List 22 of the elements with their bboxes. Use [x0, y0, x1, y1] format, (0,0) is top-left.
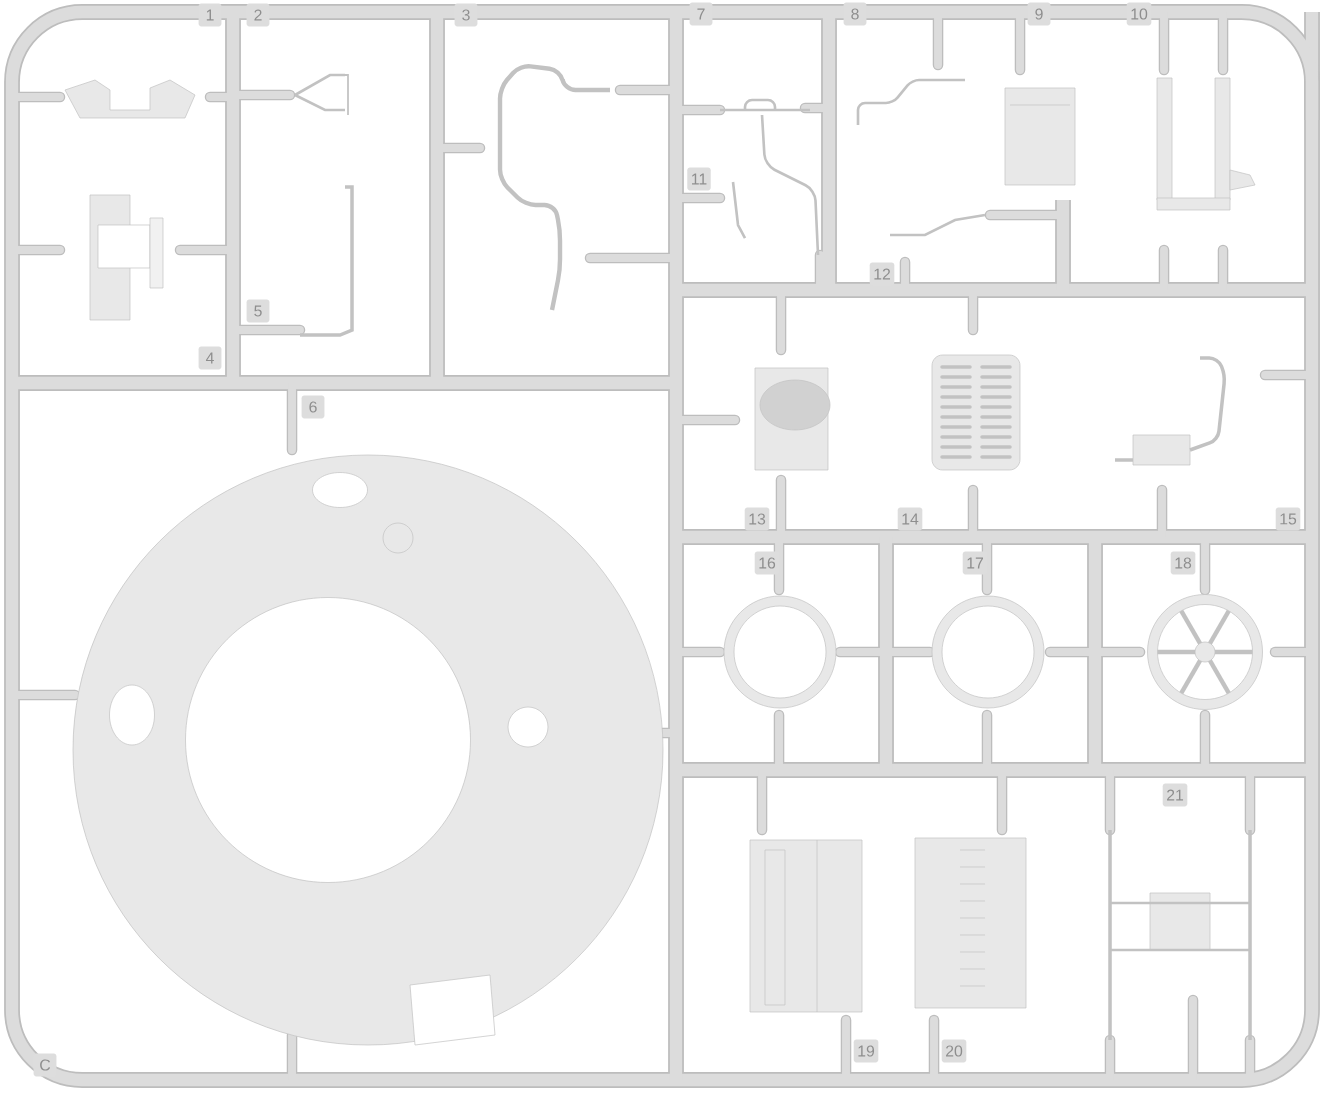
part-number: 15: [1275, 507, 1301, 531]
part-number: 14: [897, 507, 923, 531]
part-number: 16: [754, 551, 780, 575]
part-number: 18: [1170, 551, 1196, 575]
part-number: 2: [246, 3, 270, 27]
part-number: 7: [689, 2, 713, 26]
part-number: 21: [1162, 783, 1188, 807]
part-number: 11: [687, 167, 711, 191]
part-number: 12: [869, 262, 895, 286]
part-number: 17: [962, 551, 988, 575]
part-number: 8: [843, 2, 867, 26]
part-number: 5: [246, 299, 270, 323]
part-number: 19: [853, 1039, 879, 1063]
part-number: 9: [1027, 2, 1051, 26]
part-number: 6: [301, 395, 325, 419]
part-number: 4: [198, 346, 222, 370]
part-number: 3: [454, 3, 478, 27]
part-number: 1: [198, 3, 222, 27]
part-number: 13: [744, 507, 770, 531]
part-number: 20: [941, 1039, 967, 1063]
part-number: C: [33, 1053, 57, 1077]
part-number: 10: [1126, 2, 1152, 26]
